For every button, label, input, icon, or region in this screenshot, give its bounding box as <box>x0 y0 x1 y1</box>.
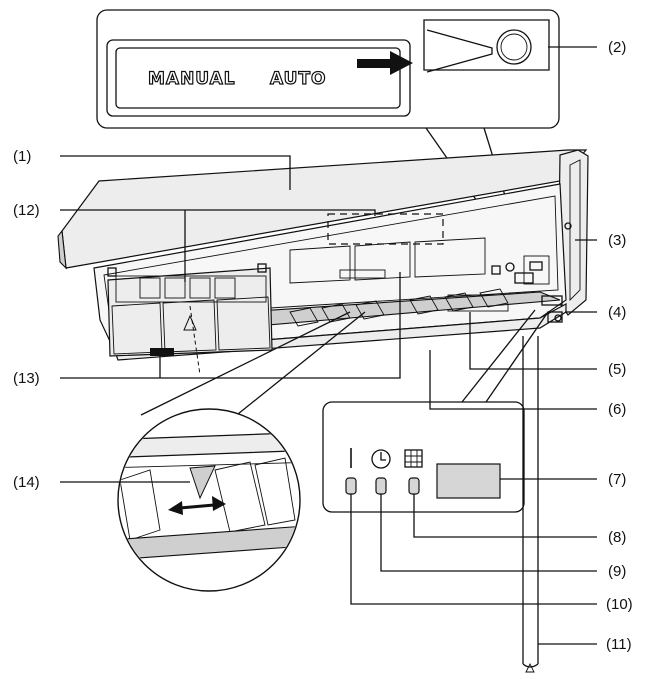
callout-4: (4) <box>608 304 626 321</box>
filter-grid-icon <box>404 449 423 468</box>
filter-tab-hint-line <box>189 305 201 376</box>
switch-label-outer <box>106 39 411 117</box>
side-cover <box>557 149 589 316</box>
magnified-detail <box>117 408 301 592</box>
magnifier-leader-right <box>237 311 366 415</box>
callout-2: (2) <box>608 39 626 56</box>
callout-11: (11) <box>606 636 632 653</box>
temperature-display <box>436 463 501 499</box>
operation-lamp <box>345 477 357 495</box>
callout-12: (12) <box>13 202 40 219</box>
slide-direction-arrow-icon <box>168 496 226 515</box>
callout-14: (14) <box>13 474 40 491</box>
up-arrow-icon <box>183 314 197 331</box>
callout-9: (9) <box>608 563 626 580</box>
callout-1: (1) <box>13 148 31 165</box>
callout-6: (6) <box>608 401 626 418</box>
callout-leader-lines <box>60 46 597 645</box>
switch-label-inner <box>115 47 401 109</box>
signal-cord <box>522 336 539 673</box>
callout-8: (8) <box>608 529 626 546</box>
inset-frame <box>96 9 560 129</box>
manual-switch-inset: MANUAL AUTO <box>96 9 560 129</box>
callout-10: (10) <box>606 596 633 613</box>
indicator-panel-frame <box>322 401 525 513</box>
callout-labels: (1) (2) (3) (4) (5) (6) (7) (8) (9) (10)… <box>13 39 633 653</box>
right-arrow-icon <box>357 51 413 75</box>
callout-5: (5) <box>608 361 626 378</box>
callout-13: (13) <box>13 370 40 387</box>
filter-lamp <box>408 477 420 495</box>
manual-auto-switch-button[interactable] <box>423 19 550 73</box>
timer-lamp <box>375 477 387 495</box>
callout-3: (3) <box>608 232 626 249</box>
front-panel <box>57 149 588 270</box>
auto-label: AUTO <box>270 69 327 89</box>
air-filter[interactable] <box>107 263 273 357</box>
manual-label: MANUAL <box>148 69 236 89</box>
magnifier-leader-left <box>140 311 351 416</box>
timer-clock-icon <box>371 449 391 469</box>
indicator-panel <box>322 309 549 513</box>
callout-7: (7) <box>608 471 626 488</box>
